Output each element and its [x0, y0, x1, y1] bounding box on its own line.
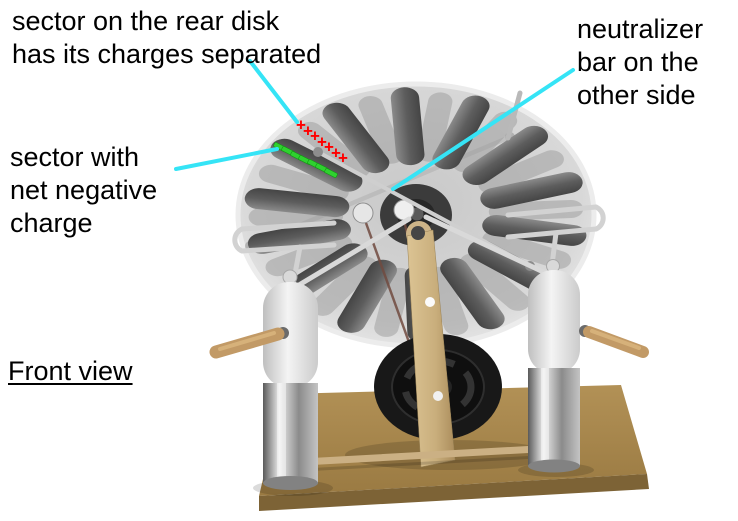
plus-icon: + — [324, 138, 334, 157]
leyden-jar-left — [263, 269, 318, 490]
leader-line-rear-sector — [248, 59, 299, 124]
plus-icon: + — [338, 149, 348, 168]
view-label: Front view — [8, 356, 133, 386]
base-cross-rod — [299, 444, 559, 472]
support-rods — [291, 214, 555, 291]
support-column — [406, 221, 456, 468]
crank-handle-left — [209, 327, 289, 359]
annotation-rear-sector-label: sector on the rear disk has its charges … — [12, 6, 322, 69]
plus-icon: + — [317, 133, 327, 152]
crank-handle-right — [579, 325, 649, 358]
annotation-leader-lines — [174, 59, 575, 191]
positive-charge-marks: + + + + + + + — [296, 116, 348, 168]
annotation-negative-sector-label: sector with net negative charge — [10, 142, 158, 238]
plus-icon: + — [303, 122, 313, 141]
leader-line-negative-sector — [174, 147, 279, 171]
annotation-neutralizer-label: neutralizer bar on the other side — [577, 14, 704, 110]
leyden-jar-right — [528, 259, 580, 473]
plus-icon: + — [296, 116, 306, 135]
leader-line-neutralizer — [391, 68, 575, 191]
plus-icon: + — [331, 144, 341, 163]
plus-icon: + — [310, 127, 320, 146]
